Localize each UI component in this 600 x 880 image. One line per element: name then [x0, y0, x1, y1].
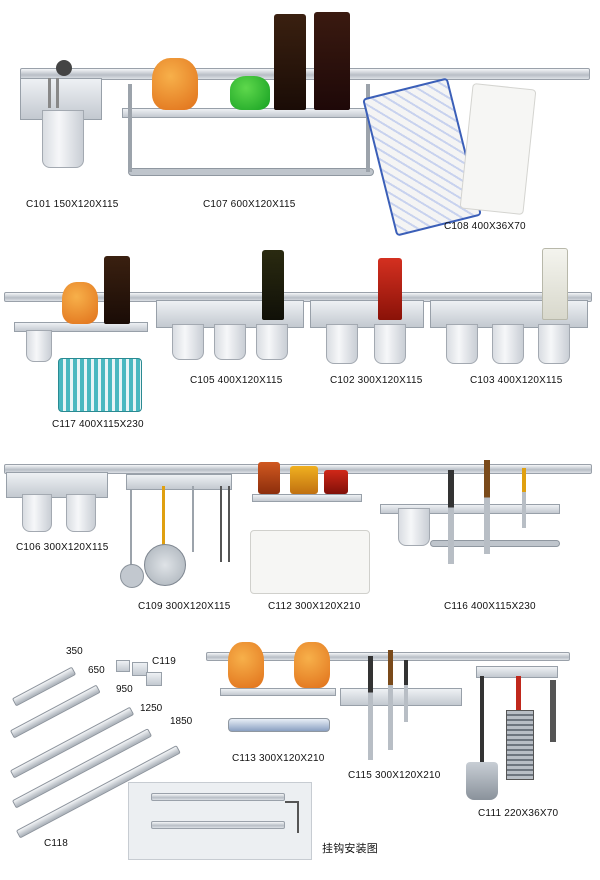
- c107-bracket: [128, 84, 132, 172]
- c102-cup: [374, 324, 406, 364]
- c103-cup: [538, 324, 570, 364]
- c116-shelf: [380, 504, 560, 514]
- c115-knife-rack: [340, 688, 462, 706]
- c109-skimmer: [120, 564, 144, 588]
- c116-knife: [448, 470, 454, 564]
- c116-knife: [484, 460, 490, 554]
- c105-bottle: [262, 250, 284, 320]
- label-c102: C102 300X120X115: [330, 375, 423, 386]
- c103-cup: [492, 324, 524, 364]
- c113-shelf: [220, 688, 336, 696]
- c113-foil-roll: [228, 718, 330, 732]
- c103-cup: [446, 324, 478, 364]
- length-950: 950: [116, 684, 133, 695]
- c117-orange-jar: [62, 282, 98, 324]
- c112-towel: [250, 530, 370, 594]
- c115-knife: [368, 656, 373, 760]
- diagram-caption: 挂钩安装图: [322, 843, 378, 855]
- c105-cup: [256, 324, 288, 360]
- c111-grater-handle: [516, 676, 521, 712]
- c108-towel-white: [459, 83, 537, 215]
- label-c103: C103 400X120X115: [470, 375, 563, 386]
- c109-strainer-handle: [162, 486, 165, 546]
- c107-bracket: [366, 84, 370, 172]
- c112-jar: [290, 466, 318, 494]
- c105-cup: [214, 324, 246, 360]
- c109-slotted-spoon: [130, 490, 132, 566]
- label-c101: C101 150X120X115: [26, 199, 119, 210]
- length-1250: 1250: [140, 703, 163, 714]
- label-c111: C111 220X36X70: [478, 808, 559, 819]
- label-c116: C116 400X115X230: [444, 601, 536, 612]
- label-c113: C113 300X120X210: [232, 753, 325, 764]
- c107-soy-bottle: [274, 14, 306, 110]
- c101-utensil: [48, 78, 51, 108]
- c111-turner: [466, 762, 498, 800]
- c102-ketchup-bottle: [378, 258, 402, 320]
- label-c119: C119: [152, 656, 176, 667]
- c117-dark-bottle: [104, 256, 130, 324]
- c119-hook: [116, 660, 130, 672]
- label-c108: C108 400X36X70: [444, 221, 526, 232]
- c107-honey-jar: [152, 58, 198, 110]
- c103-clear-bottle: [542, 248, 568, 320]
- c105-cup: [172, 324, 204, 360]
- c107-green-jar: [230, 76, 270, 110]
- c115-knife: [404, 660, 408, 722]
- c106-cup: [22, 494, 52, 532]
- c119-hook: [146, 672, 162, 686]
- c111-grater: [506, 710, 534, 780]
- c107-sauce-bottle: [314, 12, 350, 110]
- length-650: 650: [88, 665, 105, 676]
- c109-hook-bar: [126, 474, 232, 490]
- c112-jar: [258, 462, 280, 494]
- label-c109: C109 300X120X115: [138, 601, 231, 612]
- length-350: 350: [66, 646, 83, 657]
- hook-install-diagram: [128, 782, 312, 860]
- c107-towel-bar: [128, 168, 374, 176]
- c117-towel: [58, 358, 142, 412]
- c112-shelf: [252, 494, 362, 502]
- diagram-rail-bottom: [151, 821, 285, 829]
- c116-knife: [522, 468, 526, 528]
- c109-tongs: [220, 486, 230, 562]
- c111-turner-handle: [480, 676, 484, 764]
- c109-ladle: [192, 486, 194, 552]
- c101-ladle-knob: [56, 60, 72, 76]
- c111-opener: [550, 680, 556, 742]
- diagram-rail-top: [151, 793, 285, 801]
- label-c115: C115 300X120X210: [348, 770, 441, 781]
- label-c117: C117 400X115X230: [52, 419, 144, 430]
- c115-knife: [388, 650, 393, 750]
- c101-cup: [42, 110, 84, 168]
- c116-knife-block: [398, 508, 430, 546]
- c101-utensil: [56, 78, 59, 108]
- label-c107: C107 600X120X115: [203, 199, 296, 210]
- c106-holder: [6, 472, 108, 498]
- c112-jar: [324, 470, 348, 494]
- c106-cup: [66, 494, 96, 532]
- label-c106: C106 300X120X115: [16, 542, 109, 553]
- c117-cup: [26, 330, 52, 362]
- c102-cup: [326, 324, 358, 364]
- c119-hook: [132, 662, 148, 676]
- label-c112: C112 300X120X210: [268, 601, 361, 612]
- c109-strainer: [144, 544, 186, 586]
- c113-orange-jar: [294, 642, 330, 688]
- c116-bar: [430, 540, 560, 547]
- label-c105: C105 400X120X115: [190, 375, 283, 386]
- length-1850: 1850: [170, 716, 193, 727]
- label-c118: C118: [44, 838, 68, 849]
- c102-holder: [310, 300, 424, 328]
- diagram-profile: [285, 801, 299, 833]
- c113-orange-jar: [228, 642, 264, 688]
